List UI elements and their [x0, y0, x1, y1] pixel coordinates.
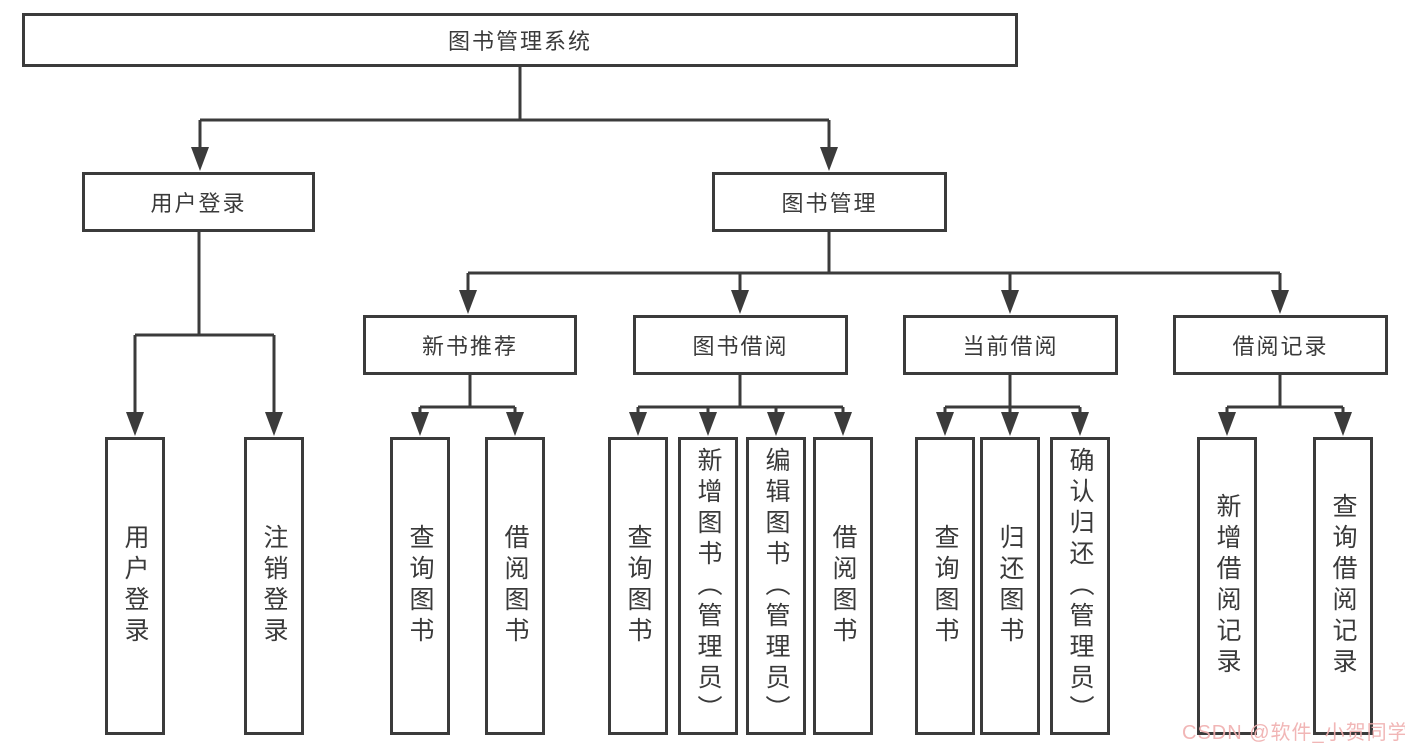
node-label: 用户登录: [150, 191, 247, 216]
node-label: 新增借阅记录: [1213, 493, 1241, 679]
connector-current-borrow-fork: [943, 375, 1082, 413]
node-label: 编辑图书（管理员）: [762, 446, 790, 726]
csdn-watermark: CSDN @软件_小贺同学: [1182, 722, 1405, 744]
node-label: 新增图书（管理员）: [694, 446, 722, 726]
node-label: 图书管理: [781, 191, 878, 216]
leaf-current-query-books: 查询图书: [915, 437, 975, 735]
leaf-borrow-borrow-books: 借阅图书: [813, 437, 873, 735]
connector-book-borrow-fork: [636, 375, 845, 413]
leaf-user-login: 用户登录: [105, 437, 165, 735]
node-label: 查询图书: [931, 524, 959, 648]
leaf-current-confirm-return-admin: 确认归还（管理员）: [1050, 437, 1110, 735]
leaf-borrow-add-books-admin: 新增图书（管理员）: [678, 437, 738, 735]
node-root-library-system: 图书管理系统: [22, 13, 1018, 67]
node-label: 查询图书: [406, 524, 434, 648]
connector-user-login-fork: [133, 232, 276, 413]
leaf-borrow-edit-books-admin: 编辑图书（管理员）: [746, 437, 806, 735]
node-label: 借阅记录: [1232, 334, 1329, 359]
node-label: 借阅图书: [501, 524, 529, 648]
arrowheads: [126, 147, 1352, 436]
node-borrowing-records: 借阅记录: [1173, 315, 1388, 375]
node-label: 图书管理系统: [447, 29, 592, 54]
leaf-rec-query-books: 查询图书: [390, 437, 450, 735]
node-label: 当前借阅: [962, 334, 1059, 359]
leaf-logout: 注销登录: [244, 437, 304, 735]
leaf-borrow-query-books: 查询图书: [608, 437, 668, 735]
connector-book-mgmt-fork: [466, 232, 1282, 291]
node-label: 确认归还（管理员）: [1066, 446, 1094, 726]
node-label: 查询借阅记录: [1329, 493, 1357, 679]
node-label: 用户登录: [121, 524, 149, 648]
connector-new-book-fork: [418, 375, 517, 413]
node-label: 注销登录: [260, 524, 288, 648]
leaf-rec-borrow-books: 借阅图书: [485, 437, 545, 735]
node-label: 查询图书: [624, 524, 652, 648]
node-new-book-recommend: 新书推荐: [363, 315, 577, 375]
node-book-borrowing: 图书借阅: [633, 315, 848, 375]
node-user-login: 用户登录: [82, 172, 315, 232]
leaf-records-add-record: 新增借阅记录: [1197, 437, 1257, 735]
leaf-records-query-record: 查询借阅记录: [1313, 437, 1373, 735]
node-current-borrowing: 当前借阅: [903, 315, 1118, 375]
connector-records-fork: [1225, 375, 1345, 413]
node-label: 图书借阅: [692, 334, 789, 359]
node-book-management: 图书管理: [712, 172, 947, 232]
leaf-current-return-books: 归还图书: [980, 437, 1040, 735]
node-label: 借阅图书: [829, 524, 857, 648]
connector-root-fork: [198, 67, 831, 148]
node-label: 新书推荐: [421, 334, 518, 359]
node-label: 归还图书: [996, 524, 1024, 648]
